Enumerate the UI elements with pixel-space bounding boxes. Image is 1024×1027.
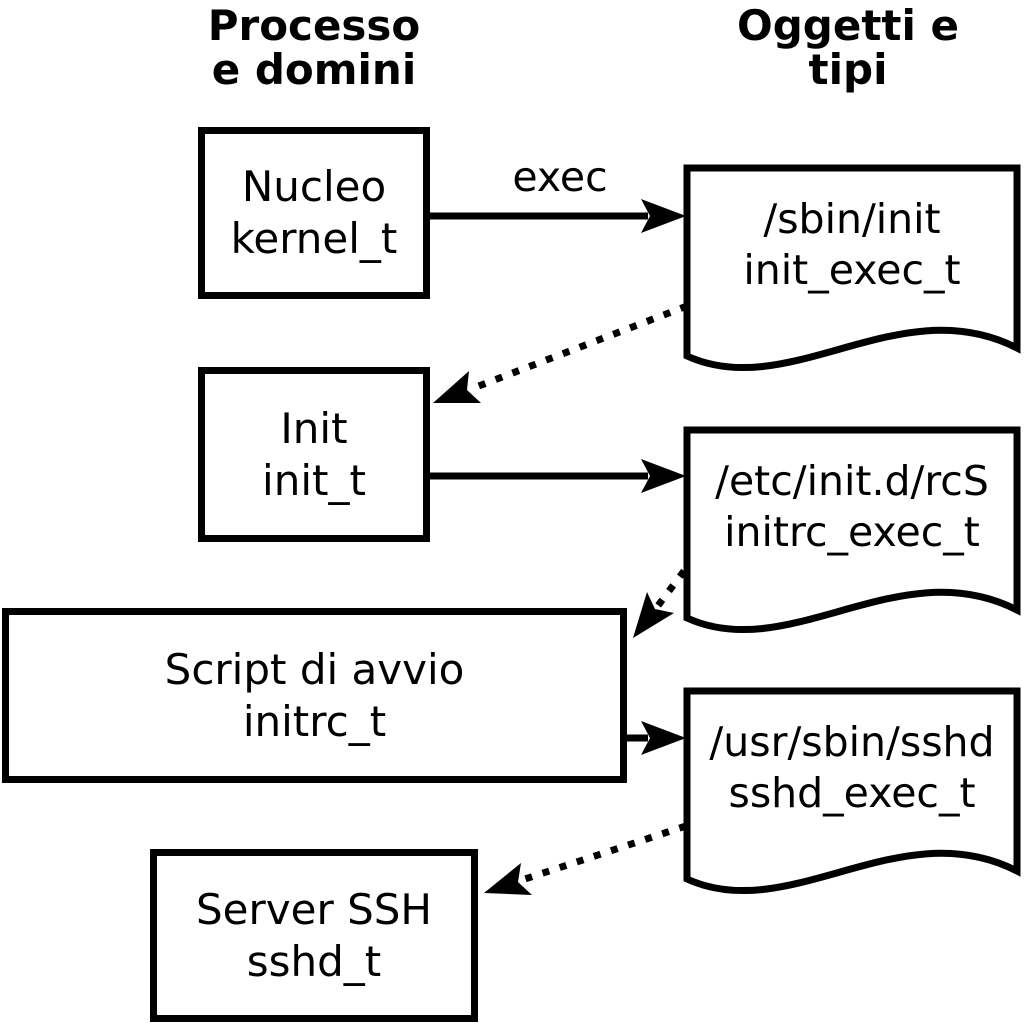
object-path-initrc-exec: /etc/init.d/rcS [715,457,989,505]
dotted-arrow-init-exec-to-init [469,302,689,393]
process-box-kernel: Nucleo kernel_t [198,127,430,299]
object-path-init-exec: /sbin/init [763,195,941,243]
edge-label-exec: exec [512,153,608,201]
object-type-initrc-exec: initrc_exec_t [724,508,980,556]
process-domain-init: init_t [262,455,366,505]
process-name-init: Init [280,403,348,453]
column-header-objects-line1: Oggetti e [737,1,959,50]
arrowhead-init-exec-to-init [433,371,481,403]
process-box-sshd: Server SSH sshd_t [150,849,478,1022]
process-domain-kernel: kernel_t [230,214,398,263]
arrowhead-initrc-to-sshd-exec [641,721,686,755]
document-shape-sshd-exec [683,687,1021,895]
document-shape-initrc-exec [683,426,1021,634]
column-header-objects: Oggetti e tipi [688,4,1008,92]
arrowhead-sshd-exec-to-sshd [484,863,532,895]
column-header-processes: Processo e domini [154,4,474,92]
arrowhead-initrc-exec-to-initrc [633,592,674,638]
process-name-initrc: Script di avvio [164,644,465,694]
object-label-sshd-exec: /usr/sbin/sshd sshd_exec_t [687,717,1017,819]
column-header-processes-line1: Processo [207,1,421,50]
dotted-arrow-initrc-exec-to-initrc [654,568,687,610]
object-path-sshd-exec: /usr/sbin/sshd [709,718,995,766]
process-box-init: Init init_t [198,367,430,542]
process-name-sshd: Server SSH [196,884,432,934]
process-domain-initrc: initrc_t [242,696,387,746]
dotted-arrow-sshd-exec-to-sshd [520,822,688,884]
arrowhead-kernel-to-init-exec [641,199,686,233]
object-type-init-exec: init_exec_t [743,246,961,294]
process-box-initrc: Script di avvio initrc_t [2,608,627,783]
document-shape-init-exec [683,164,1021,372]
column-header-objects-line2: tipi [808,45,888,94]
process-domain-sshd: sshd_t [246,936,382,986]
object-label-init-exec: /sbin/init init_exec_t [687,194,1017,296]
arrowhead-init-to-initrc-exec [641,459,686,493]
process-name-kernel: Nucleo [241,162,387,211]
object-label-initrc-exec: /etc/init.d/rcS initrc_exec_t [687,456,1017,558]
column-header-processes-line2: e domini [211,45,417,94]
object-type-sshd-exec: sshd_exec_t [728,769,976,817]
